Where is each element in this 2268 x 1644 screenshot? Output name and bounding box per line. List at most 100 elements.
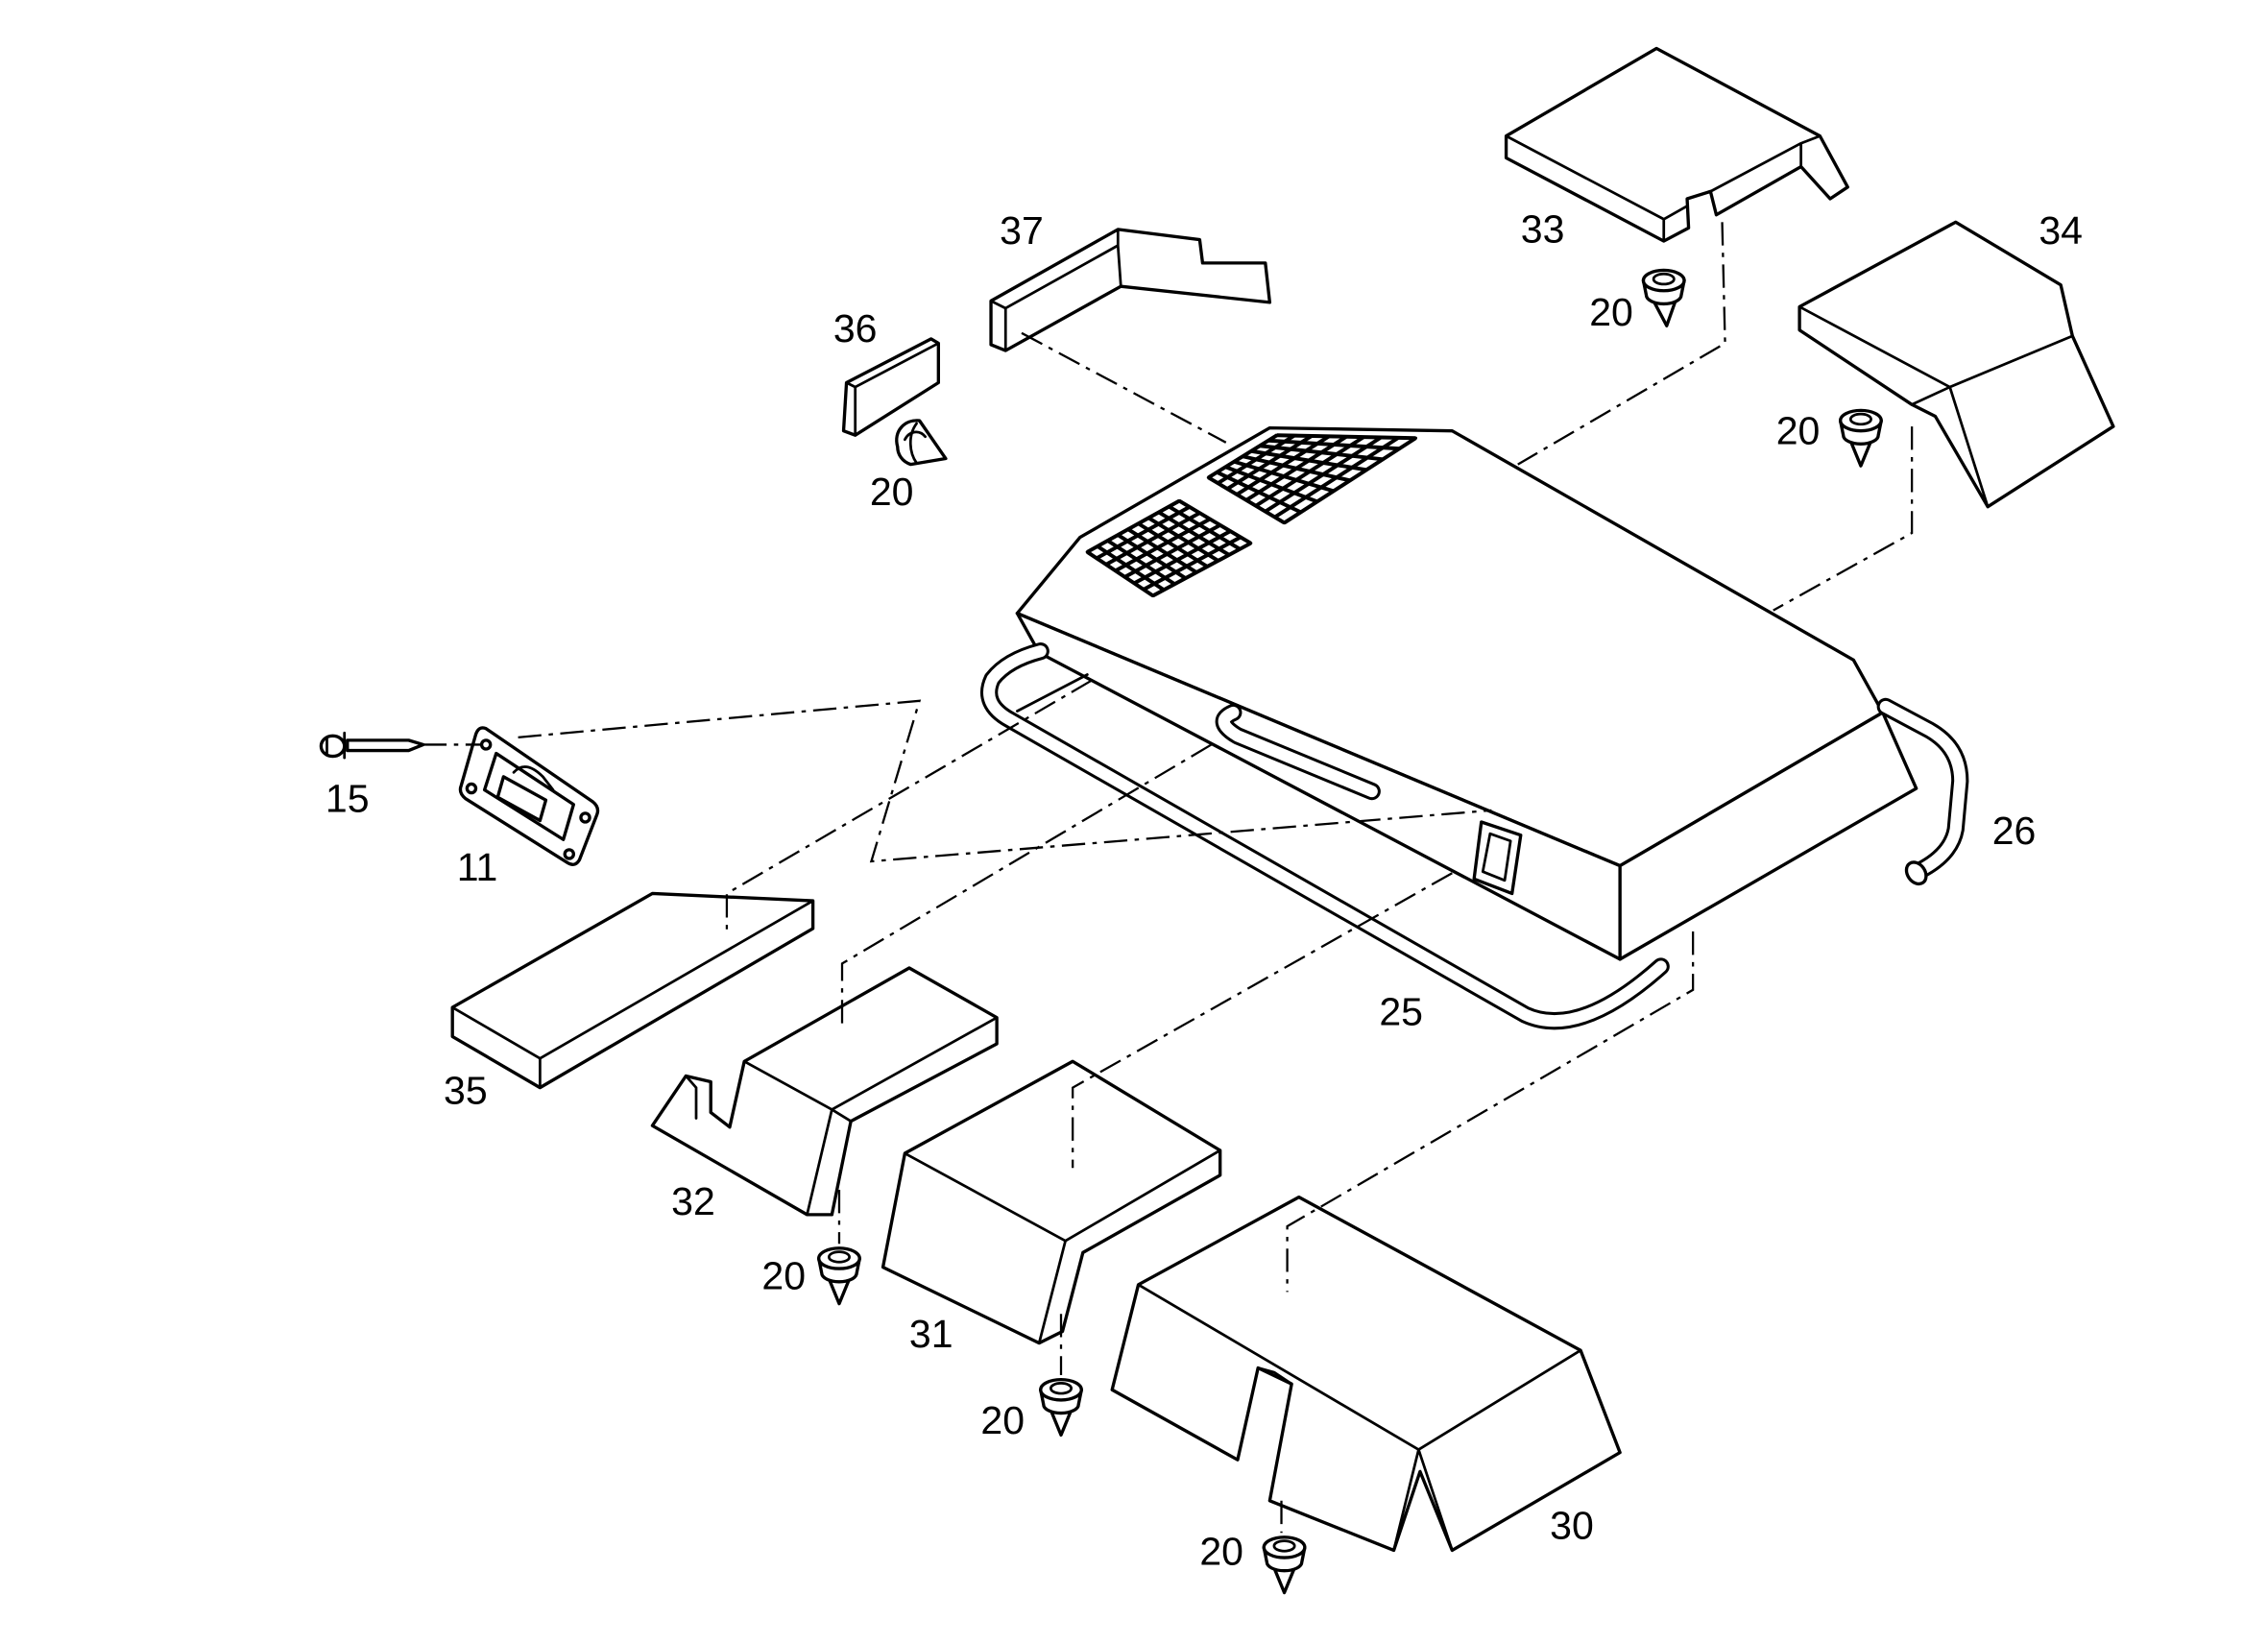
vent-grid-line xyxy=(1151,541,1252,598)
vent-grid-line xyxy=(1133,529,1232,586)
part-34-edges xyxy=(1798,305,2074,509)
leader-line-31 xyxy=(1072,872,1453,1169)
part-35-edges xyxy=(450,899,814,1089)
leader-line-32 xyxy=(840,743,1213,1026)
vent-slot-outer xyxy=(1472,820,1523,896)
vent-grid-line xyxy=(1236,434,1331,496)
fastener-20-hole xyxy=(827,1250,851,1264)
main-cover-right-face xyxy=(1618,711,1918,961)
vent-grid-front-lines xyxy=(1086,498,1252,598)
part-31-outline xyxy=(881,1059,1222,1345)
vent-grid-line xyxy=(1207,433,1278,479)
vent-grid-line xyxy=(1104,511,1201,567)
part-11-latch-handle xyxy=(495,775,548,823)
callout-label-33: 33 xyxy=(1521,207,1565,252)
part-36-outline xyxy=(841,337,940,437)
vent-grid-line xyxy=(1123,523,1221,579)
part-30-edges xyxy=(1137,1283,1582,1552)
part-11-latch-plate xyxy=(458,726,600,866)
part-11-hole xyxy=(579,811,591,824)
vent-grid-line xyxy=(1217,433,1296,485)
callout-label-36: 36 xyxy=(833,306,878,351)
vent-grid-line xyxy=(1114,517,1211,573)
vent-grid-line xyxy=(1226,434,1314,491)
vent-slot-inner xyxy=(1481,832,1512,882)
part-32-edges xyxy=(685,1016,999,1217)
part-34-outline xyxy=(1798,220,2115,509)
cover-handle-fill xyxy=(1218,706,1378,798)
leader-line-37 xyxy=(1021,331,1227,444)
callout-label-11: 11 xyxy=(457,845,498,889)
part-26-hose-fill xyxy=(1879,700,1966,877)
part-26-hose-end xyxy=(1904,860,1928,886)
fastener-20-hole xyxy=(1652,272,1676,286)
part-11-hole xyxy=(479,738,493,751)
part-34-panel xyxy=(1798,220,2115,509)
callout-label-20: 20 xyxy=(980,1398,1025,1442)
main-cover xyxy=(1015,425,1918,961)
fastener-20-hole xyxy=(1049,1382,1074,1395)
vent-grid-line xyxy=(1264,435,1383,514)
vent-grid-line xyxy=(1143,535,1242,592)
fastener-20 xyxy=(1039,1377,1083,1438)
vent-grid-line xyxy=(1283,436,1417,525)
callout-label-20: 20 xyxy=(761,1253,806,1297)
fastener-20 xyxy=(1641,268,1686,327)
part-35-outline xyxy=(450,891,815,1090)
callout-label-26: 26 xyxy=(1992,809,2037,853)
fastener-20-cap xyxy=(1262,1535,1307,1559)
leader-line-34 xyxy=(1773,426,1914,612)
part-33-edges xyxy=(1505,134,1822,243)
fastener-20-hole xyxy=(1272,1539,1296,1553)
part-32-panel xyxy=(650,966,999,1217)
fastener-20-hole xyxy=(1848,412,1872,426)
callout-label-34: 34 xyxy=(2039,208,2083,253)
fastener-20 xyxy=(817,1246,861,1306)
part-36-edges xyxy=(845,342,940,437)
part-31-panel xyxy=(881,1059,1222,1345)
callout-labels: 37 33 34 36 20 20 20 15 11 26 25 35 32 2… xyxy=(326,207,2083,1574)
part-15-bolt xyxy=(319,731,425,760)
fastener-20-knob xyxy=(895,419,948,467)
cover-vent-slot xyxy=(1472,820,1523,896)
part-31-edges xyxy=(904,1148,1222,1344)
part-15-bolt-shaft xyxy=(346,738,425,753)
fastener-20-cap xyxy=(817,1246,861,1270)
vent-grid-rear-lines xyxy=(1207,433,1417,525)
fastener-20-cap xyxy=(1838,408,1883,433)
callout-label-32: 32 xyxy=(671,1179,715,1223)
vent-grid-line xyxy=(1207,475,1286,525)
fastener-knob-rim xyxy=(904,422,928,465)
callout-label-20: 20 xyxy=(870,470,914,514)
part-11-hole xyxy=(563,848,576,860)
callout-label-31: 31 xyxy=(909,1312,953,1356)
vent-grid-line xyxy=(1244,435,1348,502)
callout-label-20: 20 xyxy=(1589,290,1633,334)
leader-line-30 xyxy=(1286,931,1695,1293)
part-25-tube-fill xyxy=(983,645,1667,1028)
leader-line-35 xyxy=(725,679,1093,931)
part-30-panel xyxy=(1110,1195,1622,1553)
part-11-hole xyxy=(465,782,478,795)
callout-label-20: 20 xyxy=(1199,1530,1243,1574)
callout-label-15: 15 xyxy=(326,776,370,820)
fastener-knob-body xyxy=(895,419,948,467)
vent-grid-line xyxy=(1254,435,1365,508)
leader-line-11 xyxy=(518,699,1492,863)
part-25-tube xyxy=(980,642,1670,1030)
part-25-tube-inner-bar xyxy=(1016,673,1089,713)
vent-grid-line xyxy=(1273,436,1400,520)
part-26-hose xyxy=(1876,697,1969,886)
callout-label-25: 25 xyxy=(1379,989,1423,1033)
fastener-20 xyxy=(1838,408,1883,468)
callout-label-35: 35 xyxy=(444,1068,488,1112)
part-33-panel xyxy=(1504,46,1849,243)
fastener-20-cap xyxy=(1039,1377,1083,1402)
leader-lines xyxy=(422,222,1914,1534)
fastener-20 xyxy=(1262,1535,1307,1595)
cover-handle xyxy=(1215,703,1381,801)
part-32-outline xyxy=(650,966,999,1217)
vent-grid-line xyxy=(1096,505,1191,561)
callout-label-20: 20 xyxy=(1776,408,1821,452)
